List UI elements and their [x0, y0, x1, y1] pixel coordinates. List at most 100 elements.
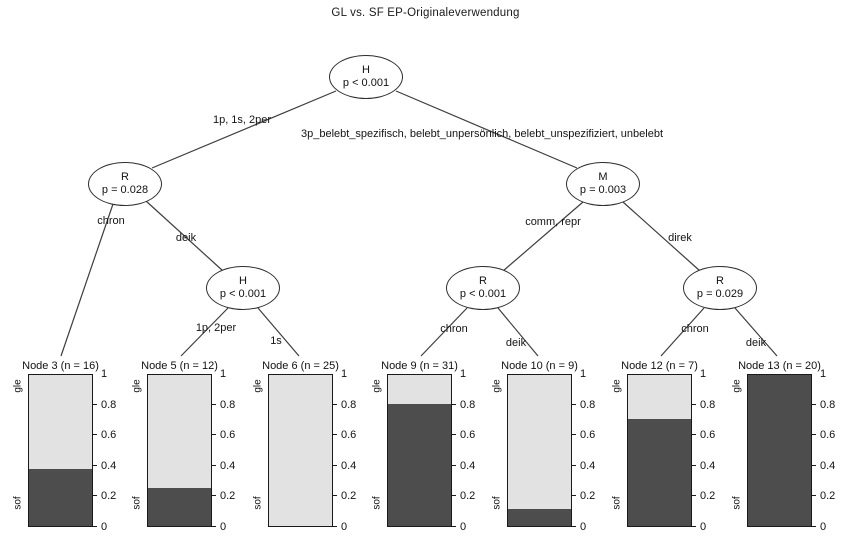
- y-axis-tick: [572, 464, 576, 466]
- plot-title: GL vs. SF EP-Originaleverwendung: [331, 7, 520, 19]
- tree-edge: [145, 200, 224, 272]
- y-axis-tick: [692, 434, 696, 436]
- stacked-bar: [387, 374, 452, 527]
- y-axis-tick-label: 0.2: [700, 490, 716, 503]
- y-axis-top-label: gle: [491, 379, 503, 393]
- terminal-node-label: Node 9 (n = 31): [381, 360, 458, 372]
- node-pvalue: p = 0.028: [101, 184, 149, 196]
- tree-node-4-H: H p < 0.001: [206, 266, 280, 310]
- edge-label: deik: [175, 232, 197, 244]
- bar-segment-sof: [388, 404, 451, 526]
- tree-edge: [734, 307, 778, 357]
- y-axis-tick-label: 0.6: [820, 429, 836, 442]
- y-axis-tick-label: 1: [820, 368, 827, 380]
- edge-label: 1s: [270, 335, 282, 347]
- y-axis-tick-label: 0.4: [220, 459, 236, 472]
- edge-label: comm, repr: [525, 216, 581, 228]
- y-axis-tick-label: 0.4: [460, 459, 476, 472]
- y-axis-tick-label: 0: [580, 521, 587, 533]
- y-axis-tick-label: 0.8: [700, 398, 716, 411]
- y-axis-tick: [93, 495, 97, 497]
- y-axis-tick: [333, 526, 337, 527]
- terminal-node-label: Node 5 (n = 12): [141, 360, 218, 372]
- tree-edge: [257, 307, 300, 357]
- edge-label: chron: [440, 323, 468, 335]
- y-axis-tick: [812, 403, 816, 405]
- y-axis-bottom-label: sof: [12, 496, 24, 510]
- y-axis-tick: [333, 434, 337, 436]
- bar-segment-sof: [29, 469, 92, 526]
- tree-node-7-M: M p = 0.003: [566, 162, 640, 206]
- terminal-node-label: Node 12 (n = 7): [621, 360, 698, 372]
- tree-edge: [502, 201, 584, 272]
- y-axis-tick: [333, 464, 337, 466]
- tree-node-11-R: R p = 0.029: [683, 266, 757, 310]
- edge-label: direk: [668, 232, 692, 244]
- y-axis-top-label: gle: [252, 379, 264, 393]
- y-axis-top-label: gle: [611, 379, 623, 393]
- y-axis-tick-label: 0.2: [820, 490, 836, 503]
- bar-segment-sof: [748, 375, 811, 526]
- y-axis-tick-label: 1: [220, 368, 227, 380]
- node-variable: H: [239, 275, 247, 287]
- y-axis-tick: [93, 403, 97, 405]
- edge-label: 1p, 2per: [195, 322, 237, 334]
- y-axis-tick-label: 0: [820, 521, 827, 533]
- y-axis-tick: [333, 495, 337, 497]
- node-variable: R: [716, 275, 724, 287]
- y-axis-tick-label: 0.2: [580, 490, 596, 503]
- tree-node-1-H: H p < 0.001: [329, 55, 403, 99]
- y-axis-tick: [692, 403, 696, 405]
- y-axis-tick-label: 0.2: [101, 490, 117, 503]
- bar-segment-sof: [148, 488, 211, 526]
- terminal-node-label: Node 6 (n = 25): [262, 360, 339, 372]
- y-axis-tick-label: 0.4: [580, 459, 596, 472]
- stacked-bar: [627, 374, 692, 527]
- y-axis-tick-label: 0.8: [220, 398, 236, 411]
- y-axis-tick: [572, 434, 576, 436]
- y-axis-tick-label: 0.2: [220, 490, 236, 503]
- y-axis-tick-label: 0.6: [700, 429, 716, 442]
- y-axis-tick-label: 1: [341, 368, 348, 380]
- y-axis-tick: [212, 495, 216, 497]
- y-axis-tick: [692, 495, 696, 497]
- y-axis-tick-label: 0.8: [341, 398, 357, 411]
- y-axis-tick: [333, 403, 337, 405]
- y-axis-tick: [572, 495, 576, 497]
- y-axis-tick-label: 0: [341, 521, 348, 533]
- stacked-bar: [747, 374, 812, 527]
- y-axis-top-label: gle: [731, 379, 743, 393]
- y-axis-bottom-label: sof: [491, 496, 503, 510]
- y-axis-tick: [452, 434, 456, 436]
- y-axis-tick: [452, 526, 456, 527]
- y-axis-tick-label: 0.2: [460, 490, 476, 503]
- y-axis-tick-label: 0.4: [101, 459, 117, 472]
- edge-label: deik: [505, 337, 527, 349]
- edge-label: chron: [97, 215, 125, 227]
- edge-label: 1p, 1s, 2per: [212, 114, 272, 126]
- y-axis-tick-label: 0.4: [820, 459, 836, 472]
- y-axis-tick-label: 0.6: [101, 429, 117, 442]
- tree-node-8-R: R p < 0.001: [446, 266, 520, 310]
- terminal-node-label: Node 10 (n = 9): [501, 360, 578, 372]
- y-axis-tick-label: 0.6: [341, 429, 357, 442]
- y-axis-tick-label: 0: [460, 521, 467, 533]
- y-axis-bottom-label: sof: [371, 496, 383, 510]
- y-axis-tick: [692, 464, 696, 466]
- node-pvalue: p < 0.001: [459, 288, 507, 300]
- y-axis-tick: [93, 434, 97, 436]
- node-pvalue: p < 0.001: [342, 77, 390, 89]
- terminal-node-label: Node 3 (n = 16): [22, 360, 99, 372]
- node-pvalue: p < 0.001: [219, 288, 267, 300]
- stacked-bar: [507, 374, 572, 527]
- node-pvalue: p = 0.029: [696, 288, 744, 300]
- tree-edge: [660, 307, 705, 357]
- tree-edge: [497, 307, 539, 357]
- y-axis-tick-label: 0.8: [580, 398, 596, 411]
- y-axis-tick-label: 0: [220, 521, 227, 533]
- y-axis-tick: [93, 526, 97, 527]
- y-axis-tick-label: 0.8: [101, 398, 117, 411]
- stacked-bar: [28, 374, 93, 527]
